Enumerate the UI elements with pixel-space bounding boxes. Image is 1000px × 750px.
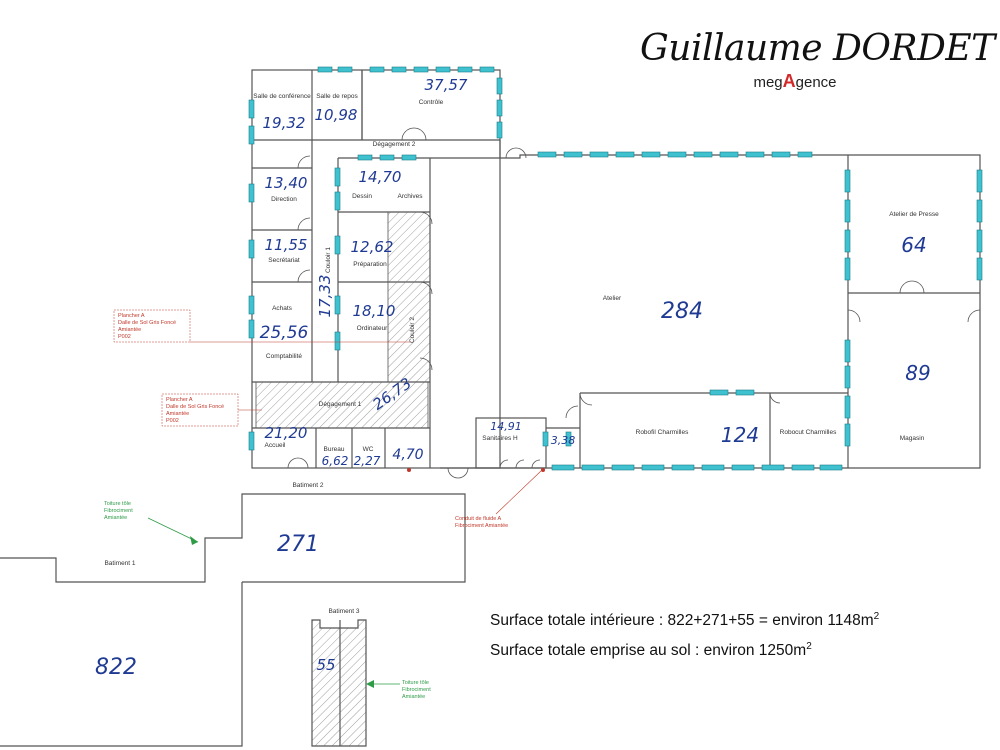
area-batiment3: 55	[316, 656, 335, 674]
area-atelier: 284	[661, 299, 703, 324]
label-batiment1: Batiment 1	[104, 560, 135, 567]
brand-logo: Guillaume DORDET megAgence	[640, 28, 995, 92]
label-sanitaires: Sanitaires H	[482, 435, 518, 442]
summary-line2-sup: 2	[806, 641, 812, 653]
note-toiture-1-l1: Toiture tôle	[104, 501, 131, 507]
area-salle-conf: 19,32	[263, 114, 306, 132]
area-dessin: 14,70	[359, 168, 402, 186]
label-salle-conf: Salle de conférence	[253, 93, 311, 100]
label-achats: Achats	[272, 305, 293, 312]
label-degagement1: Dégagement 1	[319, 401, 362, 408]
area-accueil: 21,20	[265, 424, 308, 442]
area-batiment2: 271	[277, 532, 319, 557]
area-direction: 13,40	[265, 174, 308, 192]
label-degagement2: Dégagement 2	[373, 141, 416, 148]
area-bureau: 6,62	[322, 454, 349, 468]
label-robofil: Robofil Charmilles	[636, 429, 689, 436]
room-labels: Salle de conférence Salle de repos Contr…	[104, 93, 939, 615]
area-wc: 2,27	[354, 454, 381, 468]
summary-line-footprint: Surface totale emprise au sol : environ …	[490, 634, 879, 664]
brand-agency-part1: meg	[753, 74, 783, 91]
area-controle: 37,57	[425, 76, 468, 94]
note-toiture-1-l2: Fibrociment	[104, 508, 133, 514]
label-magasin: Magasin	[900, 435, 925, 442]
brand-agency-part3: gence	[795, 74, 837, 91]
label-couloir1: Couloir 1	[325, 247, 332, 273]
area-secretariat: 11,55	[265, 236, 308, 254]
lower-buildings	[0, 493, 466, 747]
area-values: 19,32 10,98 37,57 14,70 13,40 11,55 17,3…	[95, 76, 931, 680]
label-salle-repos: Salle de repos	[316, 93, 358, 100]
asbestos-notes: Plancher A Dalle de Sol Gris Foncé Amian…	[113, 309, 545, 529]
area-robofil: 124	[721, 423, 759, 447]
note-toiture-2-l1: Toiture tôle	[402, 680, 429, 686]
label-direction: Direction	[271, 196, 297, 203]
summary-line-interior: Surface totale intérieure : 822+271+55 =…	[490, 604, 879, 634]
label-atelier-presse: Atelier de Presse	[889, 211, 939, 218]
note-plancher-2-l4: P002	[166, 418, 179, 424]
area-small: 4,70	[392, 447, 423, 463]
label-atelier: Atelier	[603, 295, 622, 302]
summary-line1-sup: 2	[873, 611, 880, 622]
note-conduit-l1: Conduit de fluide A	[455, 516, 502, 522]
label-archives: Archives	[398, 193, 424, 200]
label-batiment3: Batiment 3	[328, 608, 359, 615]
label-controle: Contrôle	[419, 99, 444, 106]
area-preparation: 12,62	[351, 238, 394, 256]
note-toiture-2-l3: Amiantée	[402, 694, 425, 700]
label-robocut: Robocut Charmilles	[780, 429, 837, 436]
doors	[287, 127, 981, 479]
brand-agency-part2: A	[782, 71, 796, 91]
area-atelier-presse: 64	[901, 233, 926, 257]
note-plancher-2-l3: Amiantée	[166, 411, 189, 417]
area-batiment1: 822	[95, 655, 137, 680]
note-plancher-1-l3: Amiantée	[118, 327, 141, 333]
area-couloir1: 17,33	[316, 275, 334, 318]
surface-summary: Surface totale intérieure : 822+271+55 =…	[490, 604, 879, 664]
note-plancher-1-l1: Plancher A	[118, 313, 145, 319]
note-plancher-1-l4: P002	[118, 334, 131, 340]
note-toiture-2-l2: Fibrociment	[402, 687, 431, 693]
area-ordinateur: 18,10	[353, 302, 396, 320]
note-plancher-1-l2: Dalle de Sol Gris Foncé	[118, 320, 176, 326]
area-small2: 3,38	[551, 434, 576, 447]
area-achats: 25,56	[260, 323, 309, 343]
summary-line2-text: Surface totale emprise au sol : environ …	[490, 642, 807, 660]
label-secretariat: Secrétariat	[268, 257, 300, 264]
note-toiture-1-l3: Amiantée	[104, 515, 127, 521]
label-preparation: Préparation	[353, 261, 387, 268]
windows	[248, 66, 983, 471]
area-magasin: 89	[905, 361, 930, 385]
brand-agency: megAgence	[640, 71, 950, 92]
label-wc: WC	[363, 446, 374, 453]
area-sanitaires: 14,91	[490, 420, 522, 433]
corridors	[255, 211, 431, 429]
roof-notes: Toiture tôle Fibrociment Amiantée Toitur…	[104, 501, 431, 700]
label-accueil: Accueil	[265, 442, 287, 449]
brand-name: Guillaume DORDET	[640, 28, 995, 69]
summary-line1-text: Surface totale intérieure : 822+271+55 =…	[490, 612, 874, 630]
note-plancher-2-l2: Dalle de Sol Gris Foncé	[166, 404, 224, 410]
area-salle-repos: 10,98	[315, 106, 358, 124]
label-comptabilite: Comptabilité	[266, 353, 303, 360]
label-ordinateur: Ordinateur	[357, 325, 389, 332]
label-dessin: Dessin	[352, 193, 372, 200]
note-plancher-2-l1: Plancher A	[166, 397, 193, 403]
label-couloir2: Couloir 2	[409, 317, 416, 343]
label-bureau: Bureau	[324, 446, 345, 453]
label-batiment2: Batiment 2	[292, 482, 323, 489]
note-conduit-l2: Fibrociment Amiantée	[455, 523, 508, 529]
